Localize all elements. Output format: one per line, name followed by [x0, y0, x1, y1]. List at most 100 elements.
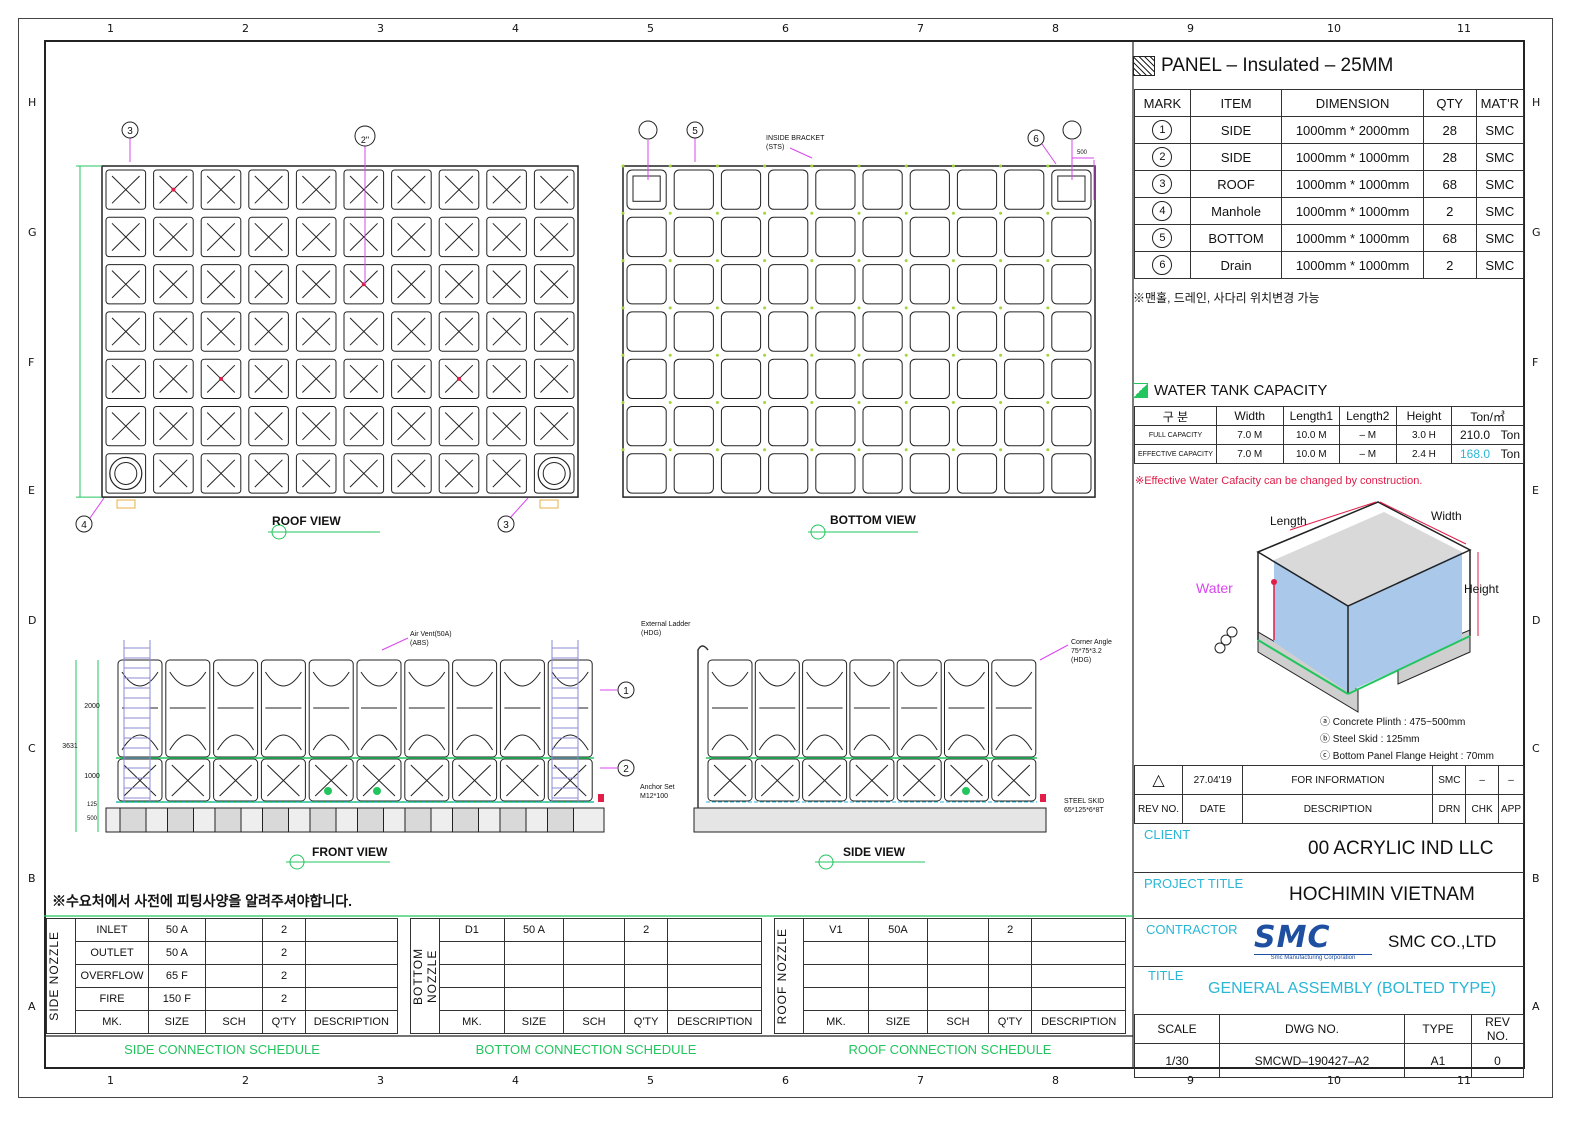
sched-sch [204, 941, 264, 965]
bracket-dot [1046, 306, 1050, 310]
roof-cross [397, 412, 426, 441]
panel-curve [995, 734, 1033, 751]
cap-col-height: Height [1395, 406, 1453, 426]
callout-circle [75, 515, 93, 533]
roof-cross [349, 412, 378, 441]
grid-label: F [1532, 356, 1539, 369]
bracket-dot [810, 211, 814, 215]
roof-cross [397, 175, 426, 204]
roof-panel [533, 264, 575, 305]
grid-label: 11 [1457, 22, 1471, 35]
lower-cross [855, 764, 889, 797]
panel-qty: 2 [1422, 251, 1477, 279]
panel-curve [408, 734, 446, 751]
grid-label: 5 [647, 22, 654, 35]
bottom-panel [1051, 216, 1092, 258]
sched-sch [563, 918, 625, 942]
rev-chk: – [1465, 765, 1499, 795]
panel-curve [806, 671, 844, 687]
roof-cross [349, 175, 378, 204]
roof-cross [397, 317, 426, 346]
sched-header: DESCRIPTION [667, 1010, 762, 1034]
bracket-dot [715, 401, 719, 404]
grid-label: D [28, 614, 37, 627]
bracket-dot [904, 401, 908, 404]
roof-panel [200, 358, 242, 400]
roof-cross [540, 412, 569, 441]
bracket-dot [951, 401, 955, 404]
col-qty: QTY [1422, 89, 1477, 117]
roof-cross [492, 175, 521, 204]
sched-sch [204, 964, 264, 988]
dwg-label: DWG NO. [1219, 1014, 1405, 1044]
bottom-panel [720, 406, 762, 447]
bracket-dot [763, 211, 767, 215]
sched-size: 65 F [148, 964, 206, 988]
roof-panel [486, 358, 527, 400]
mark-circle: 6 [1152, 255, 1173, 275]
capacity-table: 구 분 Width Length1 Length2 Height Ton/㎥ F… [1134, 406, 1524, 464]
bracket-dot [1046, 353, 1050, 357]
front-plinth [452, 807, 479, 833]
panel-mat: SMC [1475, 170, 1525, 198]
roof-cross [111, 317, 140, 346]
front-plinth [167, 807, 194, 833]
bottom-panel [1051, 264, 1092, 305]
front-plinth [404, 807, 432, 833]
sched-size: 50A [867, 918, 929, 942]
green-square-icon [1133, 383, 1148, 398]
grid-label: A [28, 1000, 36, 1013]
roof-panel [105, 216, 147, 258]
grid-label: 10 [1327, 22, 1341, 35]
bottom-panel [909, 406, 950, 447]
panel-curve [948, 734, 985, 751]
grid-label: 4 [512, 22, 519, 35]
bottom-panel [909, 311, 950, 352]
roof-panel [248, 264, 289, 305]
vent-dot [171, 187, 176, 192]
roof-panel [343, 453, 385, 494]
roof-panel [200, 169, 242, 210]
bracket-dot [810, 259, 814, 263]
roof-cross [111, 222, 140, 251]
bottom-panel [720, 453, 762, 494]
mark-circle: 1 [1152, 120, 1173, 140]
roof-foot [539, 499, 559, 509]
hdr-chk: CHK [1465, 794, 1499, 824]
roof-panel [295, 358, 337, 400]
leader-line [1041, 143, 1057, 165]
bottom-panel [862, 406, 903, 447]
bracket-dot [1046, 211, 1050, 215]
roof-cross [206, 459, 236, 488]
bracket-dot [857, 164, 861, 168]
iso-water-label: Water [1196, 580, 1233, 596]
panel-mat: SMC [1475, 224, 1525, 252]
cap-width: 7.0 M [1215, 444, 1284, 464]
roof-cross [254, 222, 283, 251]
vent-dot [457, 376, 461, 381]
air-vent-note: Air Vent(50A)(ABS) [410, 631, 452, 647]
grid-label: 4 [512, 1074, 519, 1087]
callout-number: 6 [1033, 134, 1039, 145]
sched-sch [563, 987, 625, 1011]
client-row: CLIENT 00 ACRYLIC IND LLC [1134, 824, 1524, 873]
roof-cross [444, 175, 474, 204]
bottom-view-label: BOTTOM VIEW [830, 513, 916, 527]
panel-row: 6 Drain 1000mm * 1000mm 2 SMC [1134, 251, 1525, 279]
sched-desc [304, 964, 399, 988]
bracket-dot [904, 211, 908, 215]
bracket-dot [904, 353, 908, 357]
lower-cross [760, 764, 794, 797]
bottom-panel [1051, 169, 1092, 210]
roof-panel [391, 169, 432, 210]
grid-label: D [1532, 614, 1541, 627]
grid-label: 8 [1052, 22, 1059, 35]
roof-cross [492, 222, 521, 251]
bottom-panel [626, 264, 667, 305]
cap-length2: – M [1339, 444, 1397, 464]
grid-label: 6 [782, 1074, 789, 1087]
grid-label: 3 [377, 22, 384, 35]
roof-cross [302, 175, 331, 204]
